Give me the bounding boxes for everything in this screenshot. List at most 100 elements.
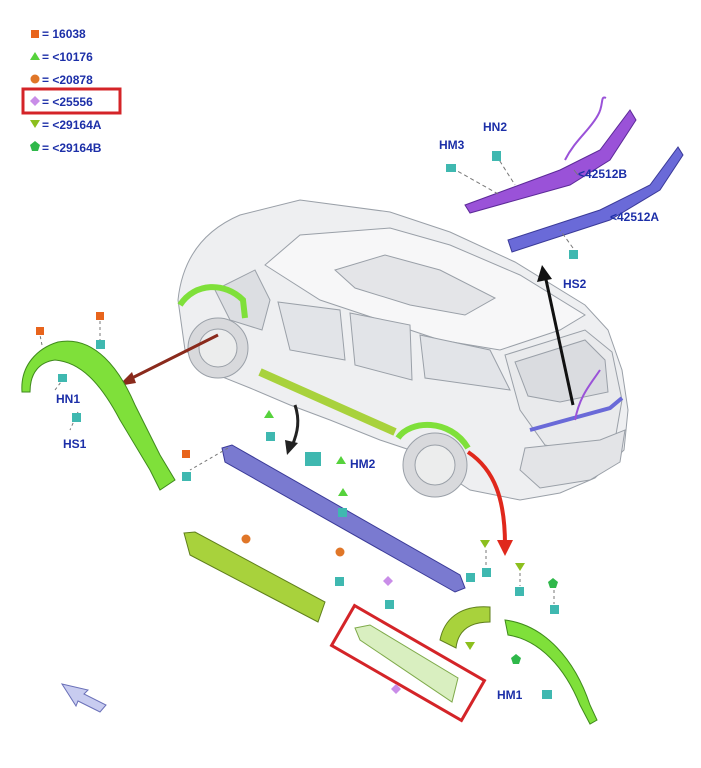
callout-triangle-1 — [264, 410, 274, 418]
legend-item-29164a: = <29164A — [30, 118, 102, 132]
door-moulding — [183, 531, 326, 623]
fastener-door-mould — [335, 577, 344, 586]
fastener-rocker-mid — [338, 508, 347, 517]
car-rear-bumper — [519, 429, 626, 489]
fastener-arch-top — [96, 340, 105, 349]
direction-arrow-icon — [60, 683, 107, 713]
label-hm2: HM2 — [350, 457, 376, 471]
callout-square-1 — [36, 327, 44, 335]
callout-triangle-2 — [338, 488, 348, 496]
label-42512b: <42512B — [578, 167, 627, 181]
rocker-panel-parts — [189, 410, 475, 593]
legend-item-20878: = <20878 — [30, 73, 93, 87]
svg-text:= <29164A: = <29164A — [42, 118, 102, 132]
arrow-side — [290, 404, 300, 447]
part-labels: HM3 HN2 <42512B <42512A HS2 HN1 HS1 HM2 … — [56, 120, 659, 702]
triangle-down-marker-icon — [30, 120, 40, 128]
circle-marker-icon — [30, 74, 40, 84]
legend: = 16038 = <10176 = <20878 = <25556 = <29… — [21, 27, 122, 155]
label-hn2: HN2 — [483, 120, 507, 134]
arrow-rear-spoiler — [543, 274, 575, 406]
arrow-rear-arch — [466, 450, 507, 546]
vehicle-illustration — [177, 199, 629, 501]
fastener-hn1 — [58, 374, 67, 382]
fastener-25556 — [385, 600, 394, 609]
label-hn1: HN1 — [56, 392, 80, 406]
part-25556-moulding — [354, 624, 459, 703]
car-window-rear — [419, 334, 511, 391]
callout-triangle-hm2 — [336, 456, 346, 464]
triangle-up-marker-icon — [30, 52, 40, 60]
fastener-hn2 — [492, 151, 501, 161]
label-42512a: <42512A — [610, 210, 659, 224]
car-rear-wheel-rim — [414, 444, 456, 486]
part-42512a — [507, 146, 684, 253]
label-hm1: HM1 — [497, 688, 523, 702]
legend-item-10176: = <10176 — [30, 50, 93, 64]
car-window-side-1 — [277, 301, 346, 361]
callout-triangle-down-3 — [465, 642, 475, 650]
svg-text:= <29164B: = <29164B — [42, 141, 102, 155]
callout-square-2 — [96, 312, 104, 320]
rear-arch-parts — [439, 540, 598, 725]
part-25556-highlight-box — [329, 603, 487, 723]
callout-triangle-down-2 — [515, 563, 525, 571]
rear-wheel-arch-extension — [439, 606, 491, 649]
car-front-arch — [177, 284, 248, 319]
arrowhead-rear-spoiler — [537, 265, 552, 282]
rocker-panel — [221, 444, 466, 593]
arrowhead-rear-arch — [497, 540, 513, 556]
arrow-front-arch — [127, 333, 219, 382]
svg-text:= <10176: = <10176 — [42, 50, 93, 64]
fastener-rear-arch-1 — [482, 568, 491, 577]
rear-wheel-arch-moulding — [504, 619, 598, 725]
callout-diamond-2 — [391, 684, 401, 694]
fastener-hs2 — [569, 250, 578, 259]
fastener-rear-arch-3 — [550, 605, 559, 614]
spoiler-parts — [446, 96, 684, 259]
car-rear-arch — [395, 422, 471, 450]
front-wheel-arch-moulding — [21, 340, 176, 491]
svg-text:= <25556: = <25556 — [42, 95, 93, 109]
legend-item-25556: = <25556 — [30, 95, 93, 109]
fastener-arch-bottom — [182, 472, 191, 481]
fastener-rocker-top — [266, 432, 275, 441]
callout-pentagon-2 — [511, 654, 521, 664]
callout-circle-1 — [241, 534, 251, 544]
fastener-hs1 — [72, 413, 81, 422]
arrowhead-side — [285, 440, 298, 455]
car-window-side-2 — [349, 312, 413, 381]
svg-text:= 16038: = 16038 — [42, 27, 86, 41]
car-sunroof — [334, 254, 497, 316]
door-moulding-parts — [183, 531, 345, 623]
callout-circle-2 — [335, 547, 345, 557]
fastener-rear-arch-2 — [515, 587, 524, 596]
label-hm3: HM3 — [439, 138, 465, 152]
label-hs1: HS1 — [63, 437, 87, 451]
pentagon-marker-icon — [30, 141, 40, 151]
fastener-rocker-end — [466, 573, 475, 582]
callout-pentagon-1 — [548, 578, 558, 588]
diamond-marker-icon — [30, 96, 40, 106]
car-rear-harness — [574, 369, 601, 421]
callout-triangle-down-1 — [480, 540, 490, 548]
square-marker-icon — [31, 30, 39, 38]
legend-item-29164b: = <29164B — [30, 141, 102, 155]
label-hs2: HS2 — [563, 277, 587, 291]
svg-text:= <20878: = <20878 — [42, 73, 93, 87]
car-rear-garnish — [529, 396, 624, 432]
legend-highlight-box — [21, 87, 122, 115]
harness-wire — [564, 96, 607, 161]
car-rear-glass — [514, 339, 609, 403]
fastener-hm1 — [542, 690, 552, 699]
car-front-wheel-rim — [198, 328, 238, 368]
fastener-hm3 — [446, 164, 456, 172]
car-side-moulding — [258, 368, 397, 436]
callout-square-3 — [182, 450, 190, 458]
fastener-hm2 — [305, 452, 321, 466]
callout-arrows — [118, 265, 575, 556]
part-42512b — [464, 109, 637, 214]
callout-diamond-1 — [383, 576, 393, 586]
